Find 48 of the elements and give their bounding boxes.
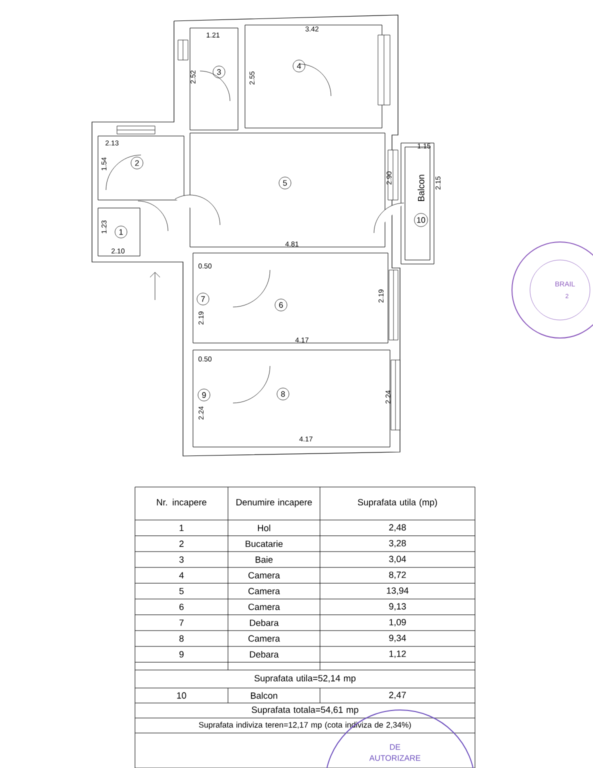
table-cell: Balcon [250, 692, 278, 699]
header-cell: Suprafata utila (mp) [358, 498, 437, 508]
table-cell: 1,09 [389, 618, 406, 626]
stamp-text: DE [390, 744, 400, 750]
table-cell: 7 [179, 620, 184, 626]
room-number: 1 [114, 226, 128, 238]
table-cell: 1 [180, 524, 184, 531]
room-number: 10 [414, 213, 428, 227]
table-cell: 3,28 [389, 540, 406, 548]
room-number: 5 [278, 176, 292, 190]
table-cell: 1,12 [389, 650, 406, 658]
room-name: Balcon [418, 174, 424, 202]
table-cell: 2,47 [389, 692, 406, 700]
room-number: 4 [292, 60, 306, 72]
summary-row: Suprafata totala=54,61 mp [252, 706, 358, 715]
table-cell: 9,34 [389, 634, 406, 642]
table-cell: Bucatarie [246, 540, 283, 548]
header-cell: Denumire incapere [236, 498, 312, 508]
room-number: 2 [130, 156, 144, 170]
table-cell: 2,48 [389, 524, 406, 532]
table-cell: Baie [256, 556, 273, 563]
table-cell: 10 [177, 692, 186, 699]
summary-row: Suprafata utila=52,14 mp [254, 674, 356, 684]
room-number: 8 [276, 388, 290, 400]
table-cell: Debara [250, 619, 279, 626]
room-number: 7 [196, 292, 210, 306]
header-cell: Nr. incapere [156, 498, 206, 508]
table-cell: Camera [248, 635, 280, 642]
room-number: 3 [212, 66, 226, 78]
table-cell: Camera [248, 588, 280, 594]
table-cell: Debara [250, 651, 279, 658]
table-cell: 3 [179, 556, 184, 563]
table-cell: Hol [258, 524, 270, 532]
room-number: 9 [198, 388, 210, 402]
table-cell: 4 [179, 572, 184, 578]
table-cell: 6 [179, 604, 184, 610]
table-cell: 2 [179, 540, 184, 547]
table-cell: 8,72 [389, 572, 406, 580]
table-cell: 5 [179, 588, 184, 594]
table-cell: Camera [248, 572, 280, 578]
room-number: 6 [274, 298, 288, 312]
table-cell: 8 [179, 635, 184, 642]
stamp-text: AUTORIZARE [369, 755, 420, 761]
table-cell: Camera [248, 604, 280, 610]
table-cell: 9,13 [389, 603, 406, 611]
table-cell: 13,94 [386, 587, 408, 595]
table-cell: 3,04 [389, 556, 406, 564]
table-cell: 9 [179, 651, 184, 658]
